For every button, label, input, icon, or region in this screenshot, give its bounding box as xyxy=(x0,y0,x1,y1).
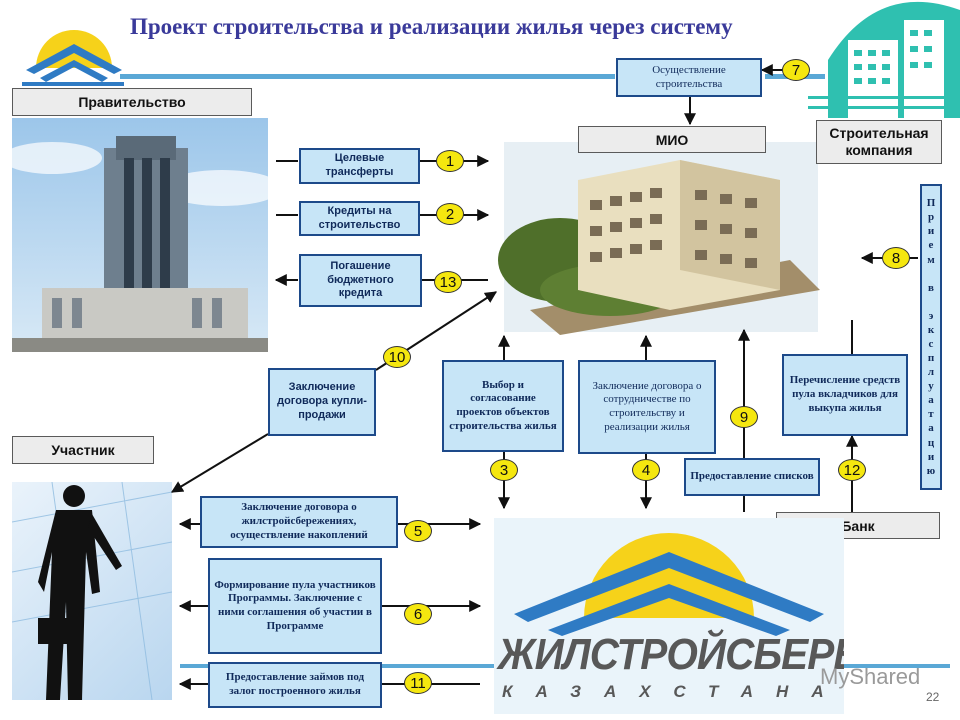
vertical-letter: м xyxy=(927,253,935,266)
vertical-letter: а xyxy=(928,394,934,407)
callout-construction-company: Строительная компания xyxy=(816,120,942,164)
vertical-letter: т xyxy=(928,408,934,421)
bank-logo: ЖИЛСТРОЙСБЕРБАНК КАЗАХСТАНА xyxy=(494,518,844,714)
vertical-letter xyxy=(930,295,933,309)
badge-6: 6 xyxy=(404,603,432,625)
vertical-letter: и xyxy=(927,450,935,463)
government-building-photo xyxy=(12,118,268,352)
participant-image xyxy=(12,482,172,700)
step-11-loans: Предоставление займов под залог построен… xyxy=(208,662,382,708)
step-12-pool-transfer: Перечисление средств пула вкладчиков для… xyxy=(782,354,908,436)
page-number: 22 xyxy=(926,690,940,704)
construction-illustration xyxy=(808,0,960,119)
step-13-budget-loan-repayment: Погашение бюджетного кредита xyxy=(299,254,422,307)
vertical-letter: р xyxy=(927,211,935,224)
badge-11: 11 xyxy=(404,672,432,694)
callout-participant: Участник xyxy=(12,436,154,464)
vertical-letter: П xyxy=(926,197,936,210)
header-logo xyxy=(18,20,128,88)
callout-government: Правительство xyxy=(12,88,252,116)
vertical-letter: п xyxy=(927,352,935,365)
badge-9: 9 xyxy=(730,406,758,428)
vertical-letter: в xyxy=(928,281,934,294)
step-10-sale-contract: Заключение договора купли-продажи xyxy=(268,368,376,436)
vertical-letter: ю xyxy=(926,464,936,477)
vertical-letter: с xyxy=(928,338,934,350)
vertical-letter: л xyxy=(927,366,935,379)
step-3-project-selection: Выбор и согласование проектов объектов с… xyxy=(442,360,564,452)
step-7-construction: Осуществление строительства xyxy=(616,58,762,97)
step-2-construction-loans: Кредиты на строительство xyxy=(299,201,420,236)
badge-2: 2 xyxy=(436,203,464,225)
vertical-letter: э xyxy=(928,309,934,322)
step-6-pool-formation: Формирование пула участников Программы. … xyxy=(208,558,382,654)
step-5-savings-agreement: Заключение договора о жилстройсбережения… xyxy=(200,496,398,548)
residential-building-image xyxy=(490,140,820,335)
bank-logo-emblem xyxy=(514,533,824,636)
vertical-letter: к xyxy=(927,323,935,336)
bank-logo-name: ЖИЛСТРОЙСБЕРБАНК xyxy=(498,630,844,679)
badge-8: 8 xyxy=(882,247,910,269)
page-title: Проект строительства и реализации жилья … xyxy=(130,14,733,39)
vertical-letter: е xyxy=(928,239,934,252)
bank-logo-subtitle: КАЗАХСТАНА xyxy=(502,682,844,701)
vertical-letter: ц xyxy=(927,436,935,449)
callout-mio: МИО xyxy=(578,126,766,153)
step-1-targeted-transfers: Целевые трансферты xyxy=(299,148,420,184)
badge-7: 7 xyxy=(782,59,810,81)
top-divider-left xyxy=(120,74,615,79)
vertical-letter: и xyxy=(927,225,935,238)
badge-3: 3 xyxy=(490,459,518,481)
badge-12: 12 xyxy=(838,459,866,481)
vertical-letter: а xyxy=(928,422,934,435)
vertical-letter xyxy=(930,267,933,281)
badge-10: 10 xyxy=(383,346,411,368)
badge-4: 4 xyxy=(632,459,660,481)
badge-1: 1 xyxy=(436,150,464,172)
vertical-letter: у xyxy=(928,380,934,393)
badge-13: 13 xyxy=(434,271,462,293)
step-4-cooperation-agreement: Заключение договора о сотрудничестве по … xyxy=(578,360,716,454)
step-9-lists: Предоставление списков xyxy=(684,458,820,496)
watermark: MyShared xyxy=(820,664,921,689)
badge-5: 5 xyxy=(404,520,432,542)
